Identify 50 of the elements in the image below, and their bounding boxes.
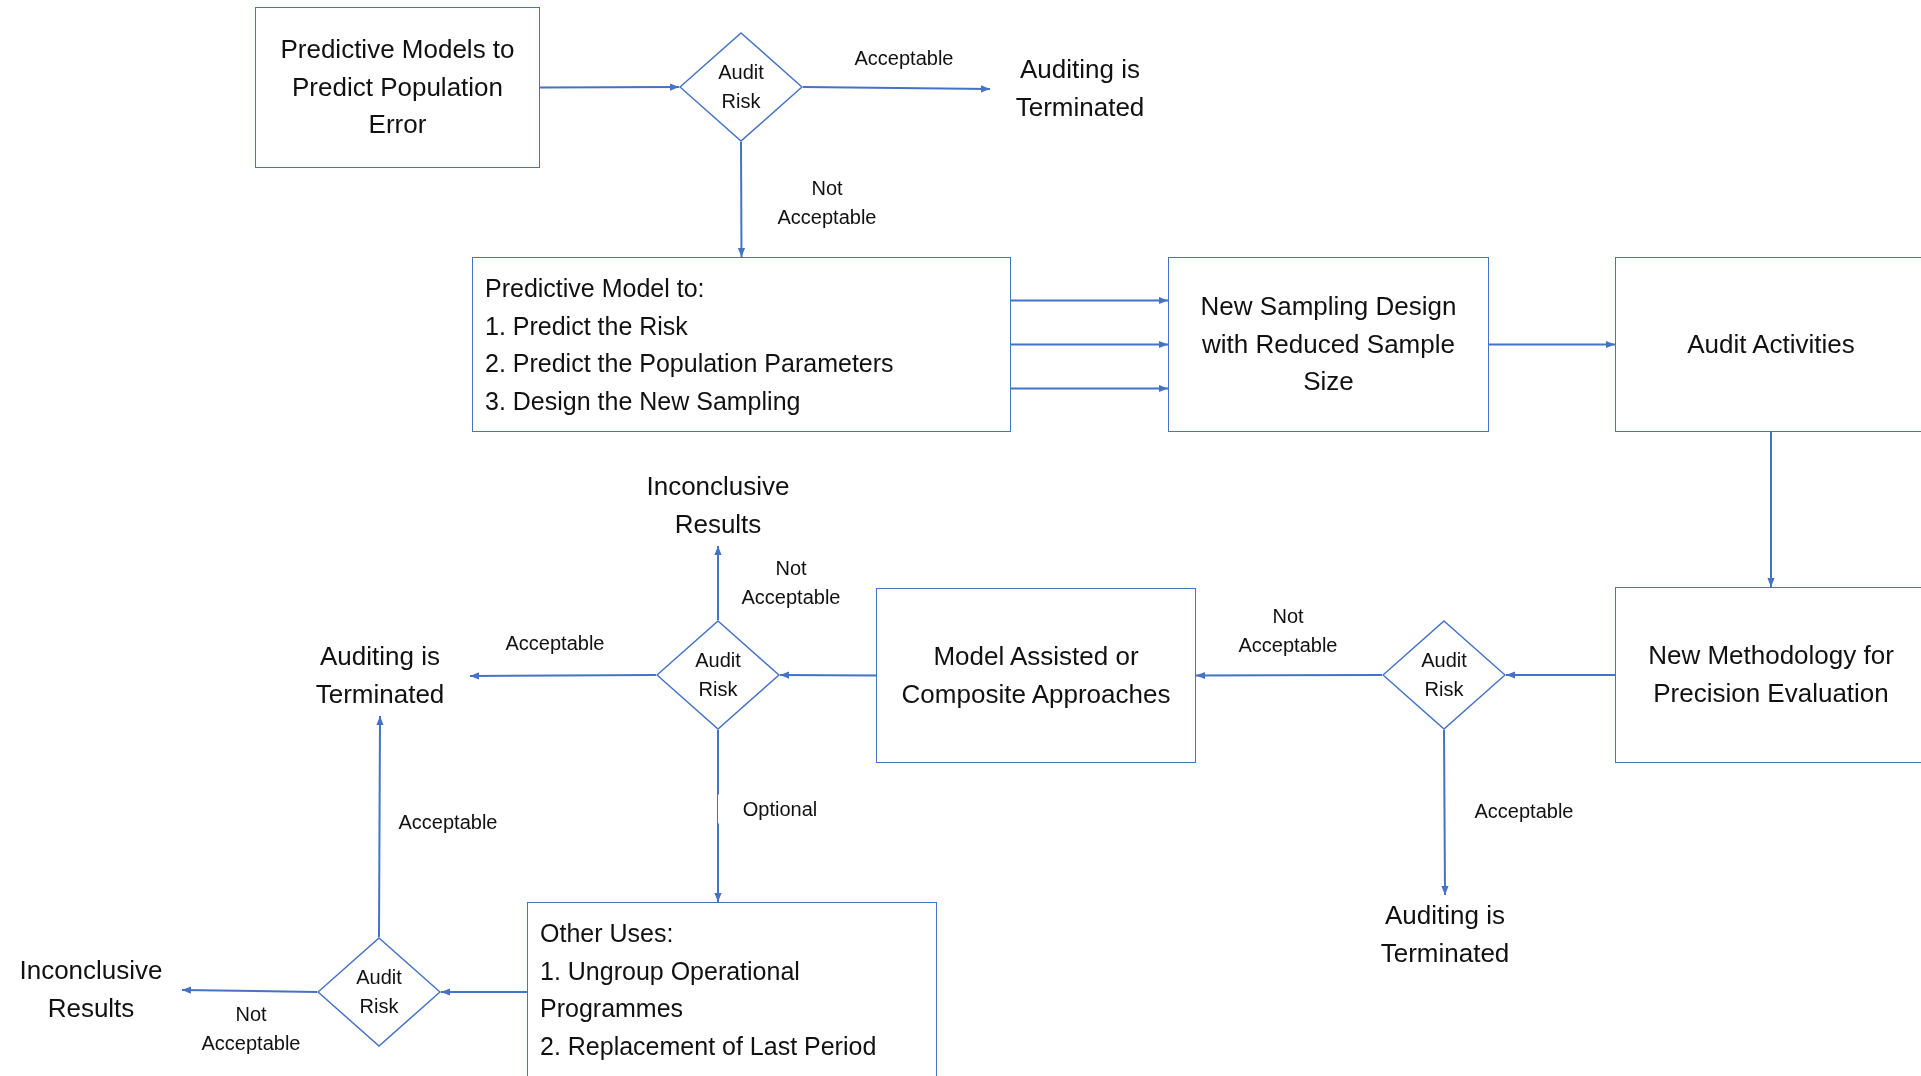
arrow (1010, 296, 1169, 305)
box-heading: Other Uses: (540, 918, 674, 949)
arrow (181, 986, 318, 994)
box-text: Predictive Models to Predict Population Error (279, 32, 516, 142)
outcome-text: Inconclusive Results (0, 950, 182, 1030)
decision-diamond (317, 937, 441, 1047)
arrow (1010, 340, 1169, 349)
box-text: Audit Activities (1687, 327, 1855, 361)
list-item: 2. Predict the Population Parameters (485, 348, 894, 379)
outcome-text: Auditing is Terminated (290, 636, 470, 716)
arrow (737, 141, 746, 258)
arrow (440, 988, 528, 996)
process-box (472, 257, 1011, 432)
diamond-label: Audit Risk (717, 60, 765, 114)
arrow (1010, 384, 1169, 393)
arrow (1767, 431, 1775, 588)
outcome-text: Auditing is Terminated (990, 50, 1170, 128)
list-item: 1. Predict the Risk (485, 310, 688, 342)
arrow (1441, 729, 1449, 896)
process-box (1615, 257, 1921, 432)
outcome-text: Inconclusive Results (620, 466, 816, 546)
arrow (1505, 671, 1616, 679)
box-text: New Sampling Design with Reduced Sample Size (1199, 289, 1458, 399)
arrow (1488, 340, 1616, 349)
arrow (539, 83, 680, 91)
process-box (1168, 257, 1489, 432)
arrow (802, 85, 991, 93)
arrow (376, 715, 384, 938)
process-box (527, 902, 937, 1076)
list-item: 1. Ungroup Operational Programmes (540, 955, 801, 1024)
arrow (714, 545, 722, 621)
decision-diamond (1382, 620, 1506, 730)
arrow (779, 671, 877, 679)
arrow (469, 672, 657, 680)
process-box (876, 588, 1196, 763)
process-box (255, 7, 540, 168)
diamond-label: Audit Risk (1420, 648, 1468, 702)
diamond-label: Audit Risk (355, 965, 403, 1019)
arrow (1195, 671, 1383, 680)
decision-diamond (679, 32, 803, 142)
outcome-text: Auditing is Terminated (1355, 895, 1535, 975)
arrow (714, 729, 722, 903)
box-text: Model Assisted or Composite Approaches (900, 639, 1172, 711)
process-box (1615, 587, 1921, 763)
list-item: 2. Replacement of Last Period (540, 1030, 877, 1062)
diamond-label: Audit Risk (694, 648, 742, 702)
list-item: 3. Design the New Sampling (485, 385, 801, 417)
decision-diamond (656, 620, 780, 730)
box-text: New Methodology for Precision Evaluation (1647, 639, 1895, 710)
box-heading: Predictive Model to: (485, 273, 705, 304)
